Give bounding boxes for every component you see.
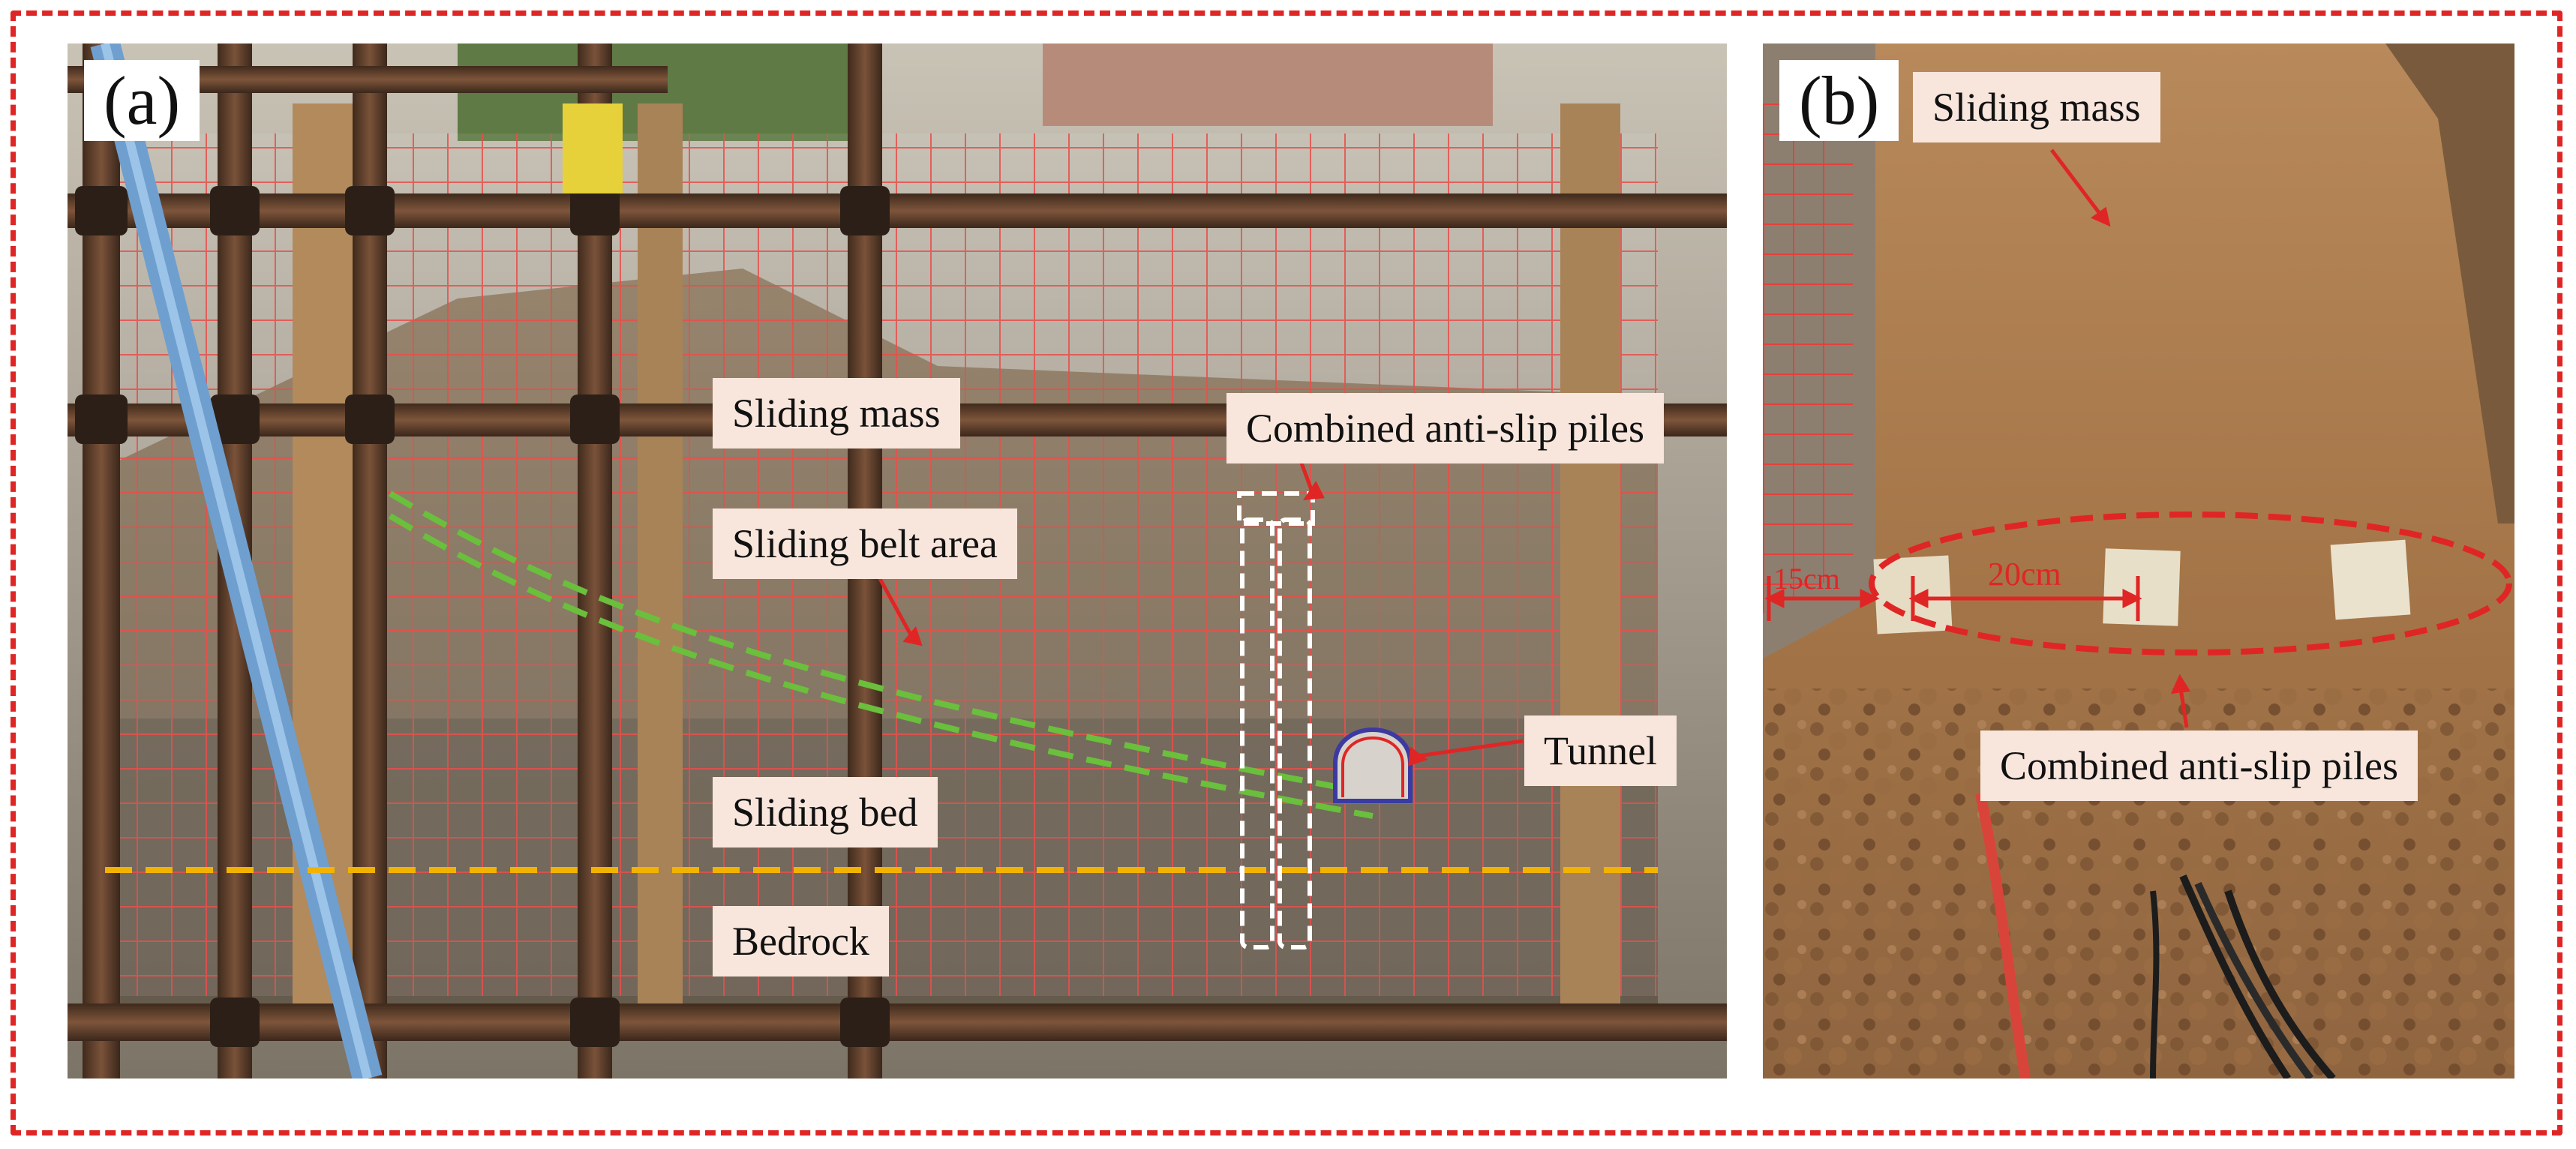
label-bedrock: Bedrock xyxy=(713,906,889,976)
panel-b-slope-photo: (b) Sliding mass Combined anti-slip pile… xyxy=(1763,44,2514,1078)
dimension-pile-spacing: 20cm xyxy=(1988,556,2061,592)
label-sliding-belt-area: Sliding belt area xyxy=(713,508,1017,579)
panel-a-model-photo: (a) Sliding mass Combined anti-slip pile… xyxy=(68,44,1727,1078)
label-tunnel: Tunnel xyxy=(1524,716,1677,786)
panel-b-letter: (b) xyxy=(1779,60,1899,141)
panel-b-photo-illustration xyxy=(1763,44,2514,1078)
dimension-edge-spacing: 15cm xyxy=(1773,562,1840,596)
panel-a-letter: (a) xyxy=(84,60,200,141)
label-sliding-mass-a: Sliding mass xyxy=(713,378,960,448)
label-sliding-bed: Sliding bed xyxy=(713,777,938,848)
label-combined-piles-b: Combined anti-slip piles xyxy=(1980,730,2418,801)
label-combined-piles-a: Combined anti-slip piles xyxy=(1226,393,1664,464)
outer-dashed-frame xyxy=(11,10,2562,1136)
label-sliding-mass-b: Sliding mass xyxy=(1913,72,2160,142)
